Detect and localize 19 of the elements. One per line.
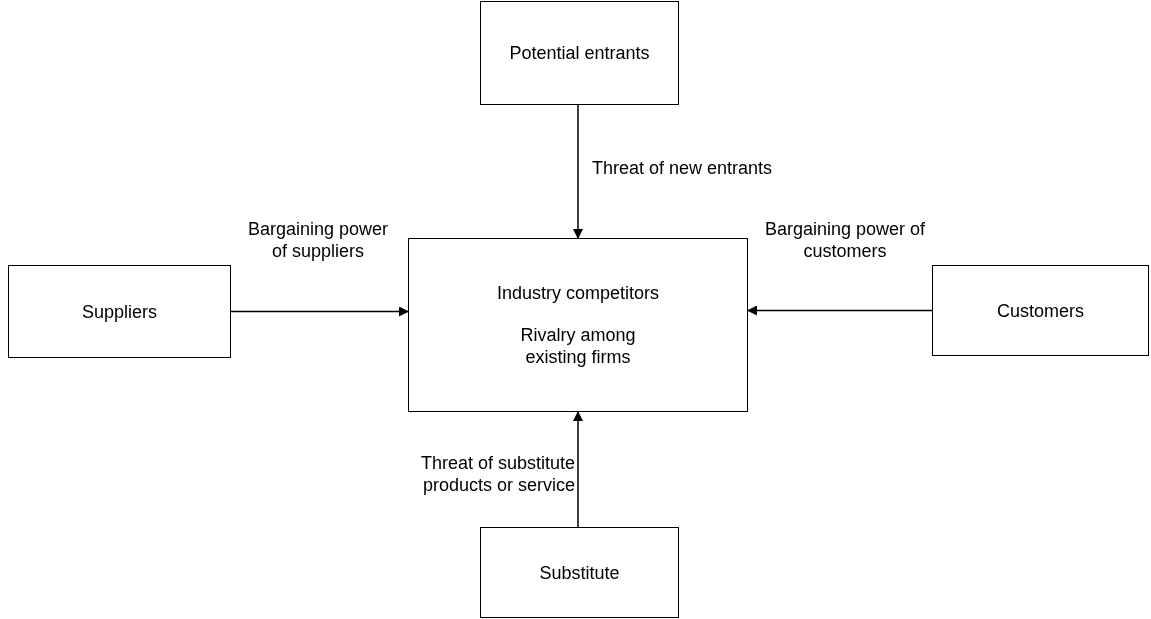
process-box xyxy=(408,238,748,412)
edge-label: Bargaining power of suppliers xyxy=(246,218,390,262)
box-label: Rivalry among existing firms xyxy=(519,324,637,368)
box-label: Potential entrants xyxy=(509,42,650,64)
arrow xyxy=(230,306,409,317)
box-label: Substitute xyxy=(539,561,620,584)
process-box xyxy=(480,1,679,105)
edge-label: Bargaining power of customers xyxy=(763,218,927,262)
process-box xyxy=(8,265,231,358)
arrow xyxy=(747,305,933,316)
box-label: Suppliers xyxy=(81,300,157,323)
box-label: Customers xyxy=(997,299,1084,322)
process-box xyxy=(480,527,679,618)
process-box xyxy=(932,265,1149,356)
arrow xyxy=(573,411,583,528)
edge-label: Threat of new entrants xyxy=(592,157,774,179)
edge-label: Threat of substitute products or service xyxy=(419,452,575,496)
box-label: Industry competitors xyxy=(496,282,660,304)
arrow xyxy=(573,104,583,239)
